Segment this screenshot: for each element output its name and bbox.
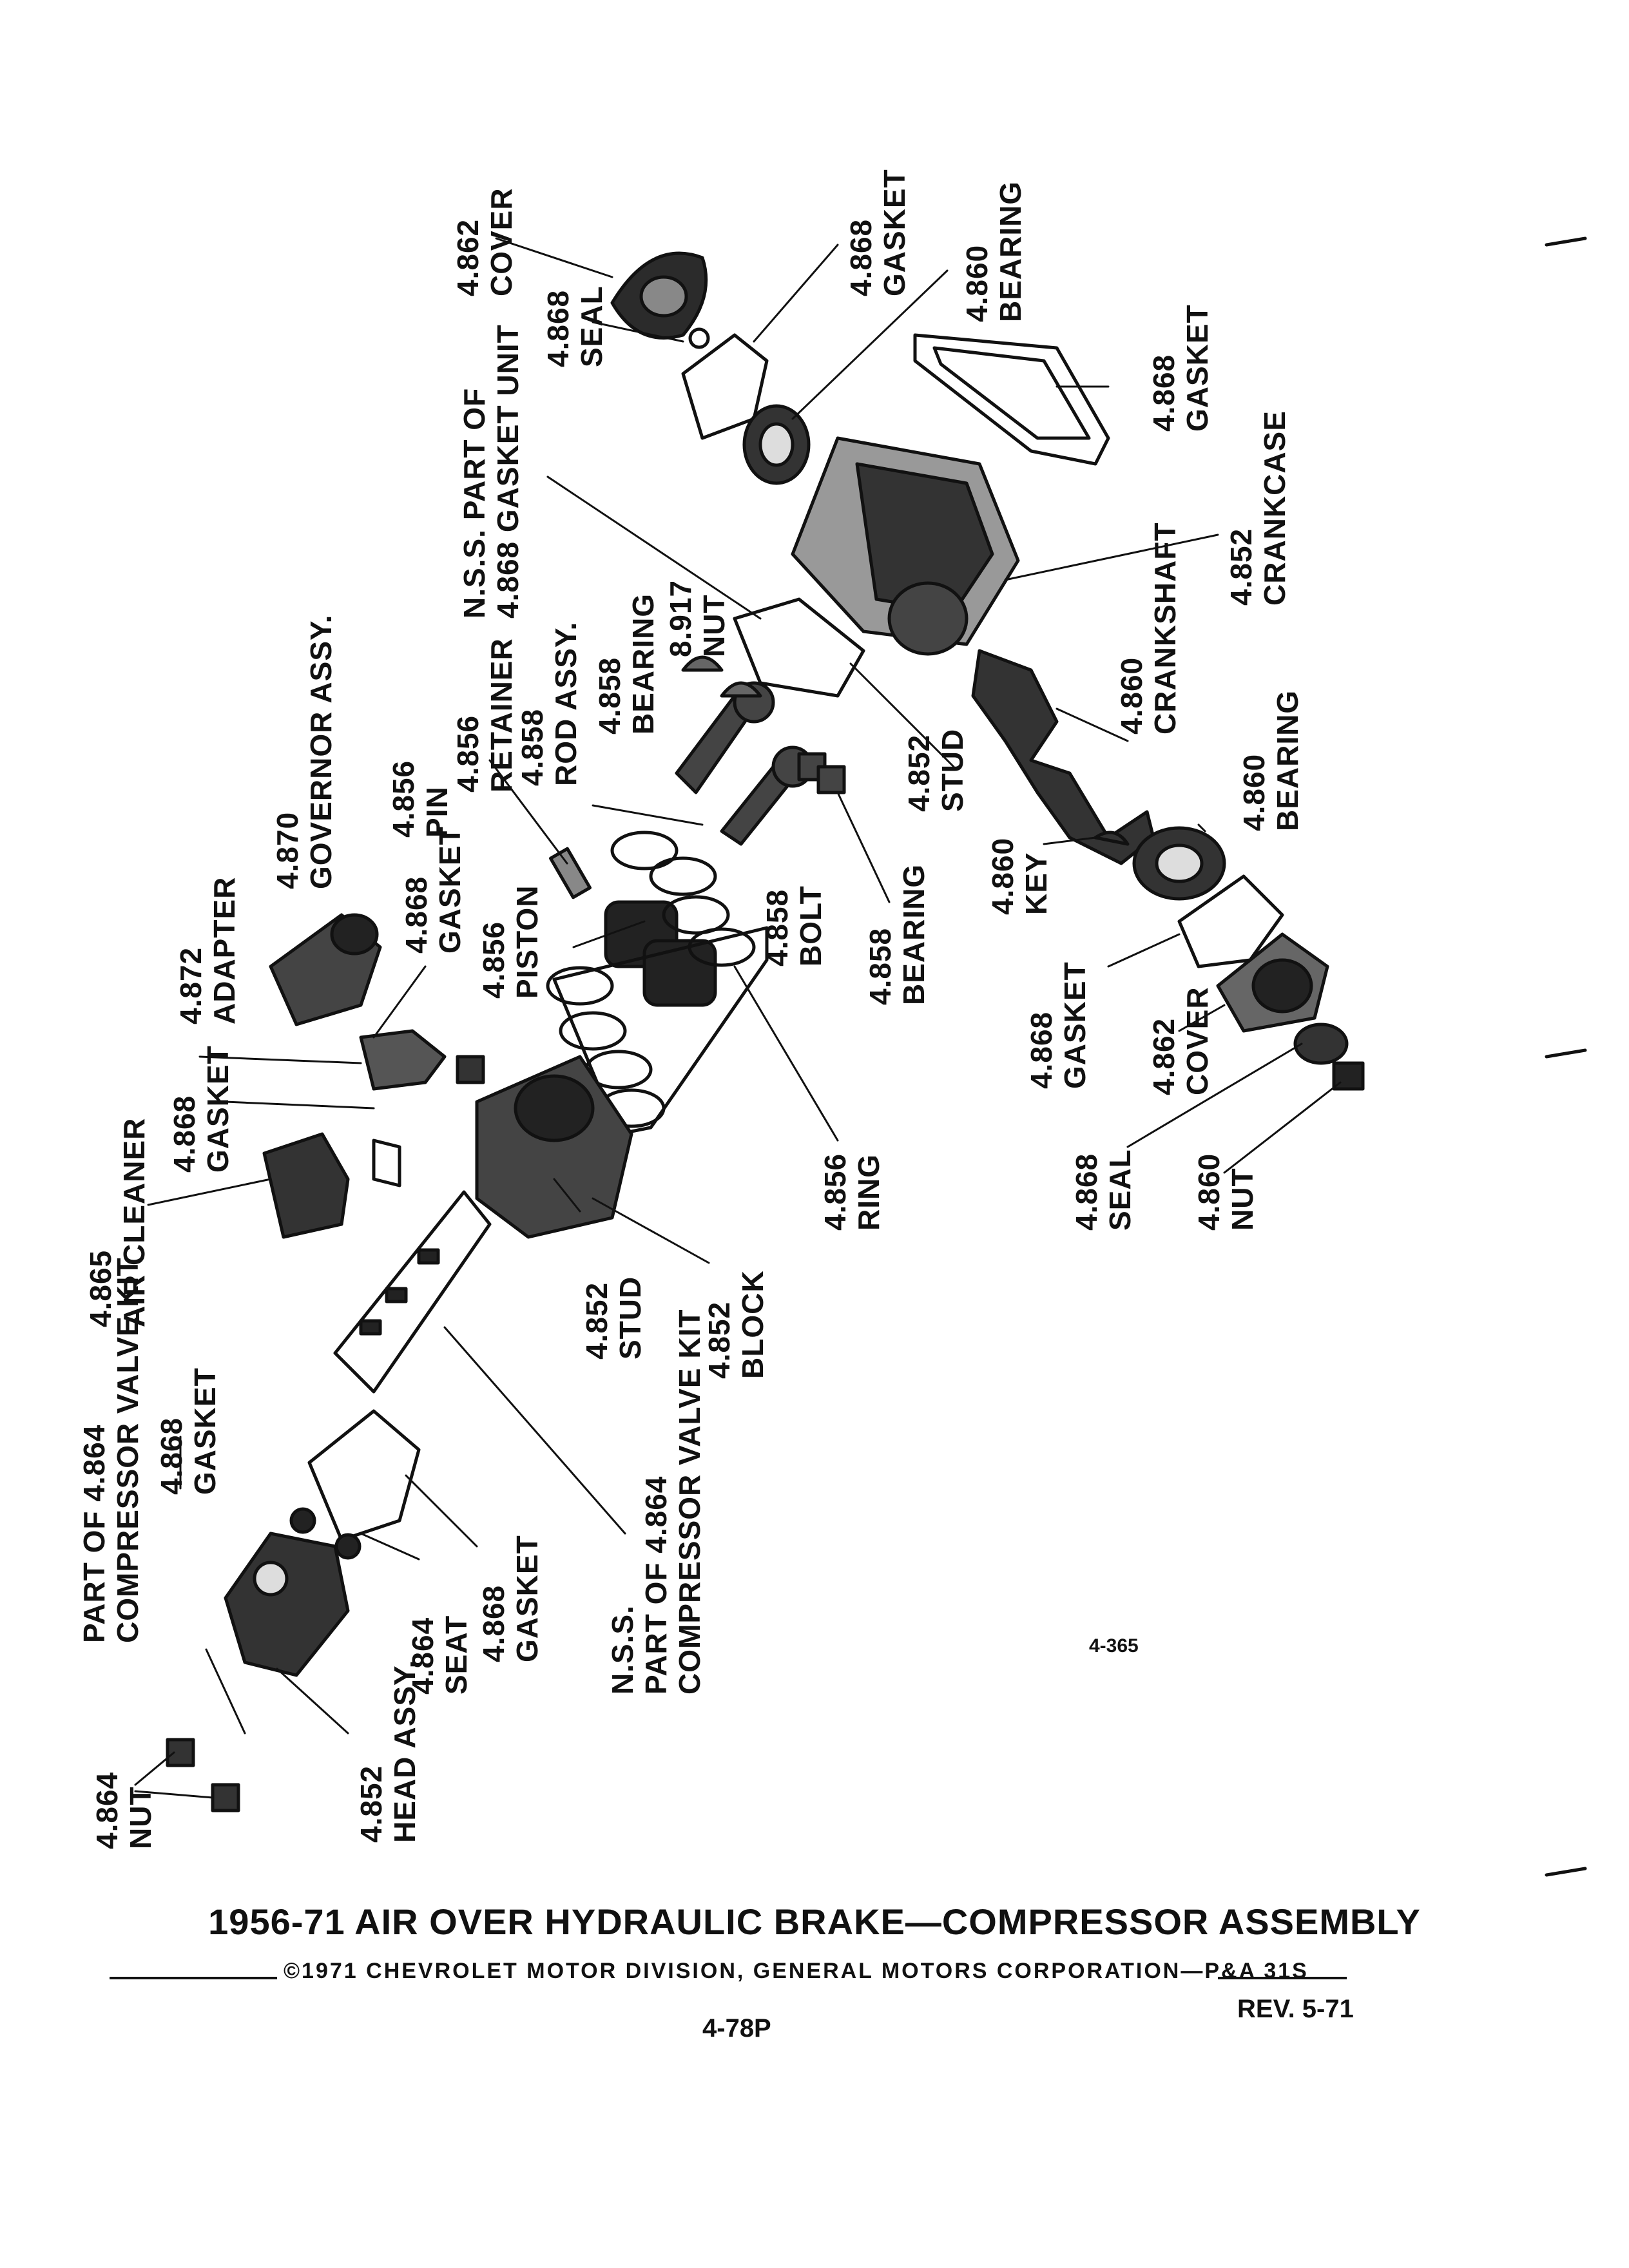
page-number: 4-78P — [702, 2014, 771, 2042]
leader-lines — [134, 237, 1342, 1799]
rod-bearing-part — [681, 655, 762, 698]
connecting-rods-part — [675, 681, 846, 846]
seal-right-part — [1293, 1023, 1349, 1065]
nut-head-part — [166, 1738, 240, 1812]
gasket-top-part — [681, 333, 769, 440]
copyright-line: ©1971 CHEVROLET MOTOR DIVISION, GENERAL … — [284, 1959, 1309, 1983]
gasket-mid-part — [733, 597, 865, 698]
crankcase-part — [791, 436, 1020, 656]
bearing-right-part — [1132, 826, 1226, 901]
page-title: 1956-71 AIR OVER HYDRAULIC BRAKE—COMPRES… — [208, 1901, 1421, 1942]
adapter-part — [359, 1029, 447, 1091]
crankshaft-part — [971, 649, 1155, 865]
key-part — [1094, 831, 1130, 846]
rule-left — [110, 1977, 277, 1979]
air-cleaner-part — [262, 1132, 401, 1239]
figure-number: 4-365 — [1089, 1635, 1139, 1657]
cover-right-part — [1216, 932, 1329, 1033]
gasket-head-part — [307, 1409, 421, 1542]
governor-part — [269, 913, 382, 1026]
cover-top-part — [610, 251, 710, 349]
gasket-crankcase-part — [913, 333, 1110, 466]
bearing-top-part — [742, 404, 811, 485]
piston-pin-part — [549, 847, 592, 899]
pistons-part — [604, 900, 717, 1007]
seat-part — [289, 1507, 361, 1560]
gasket-gov-part — [456, 1055, 485, 1084]
gasket-cover-part — [1177, 874, 1284, 968]
valve-kit-part — [333, 1190, 492, 1394]
block-part — [475, 1055, 633, 1239]
page-edge-marks — [1545, 236, 1587, 1877]
revision: REV. 5-71 — [1237, 1995, 1354, 2023]
rule-right — [1218, 1977, 1347, 1979]
head-assy-part — [224, 1532, 350, 1677]
